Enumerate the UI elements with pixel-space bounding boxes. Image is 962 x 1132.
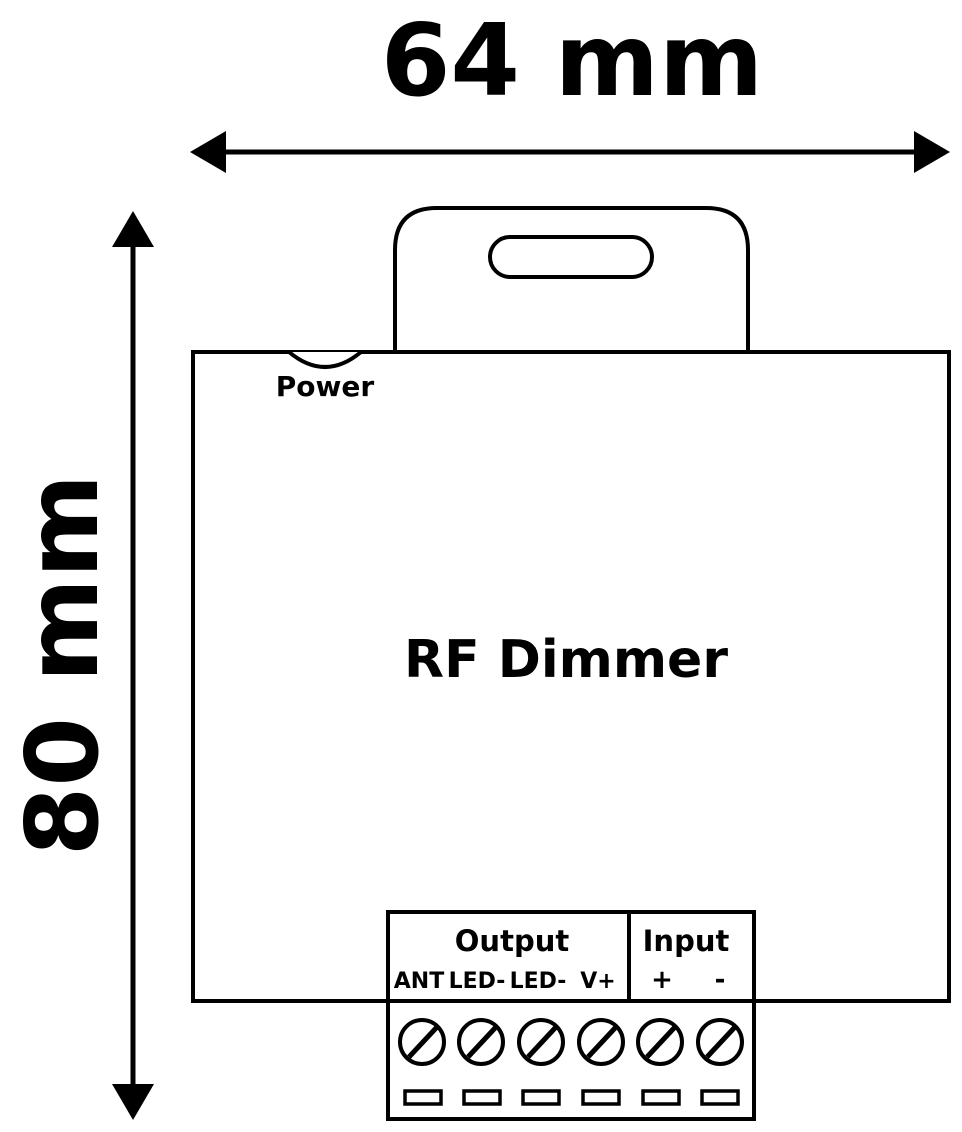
terminal-5: [636, 1018, 684, 1106]
output-header: Output: [455, 924, 570, 958]
screw-icon: [517, 1018, 565, 1066]
screw-icon: [457, 1018, 505, 1066]
wire-slot: [462, 1089, 502, 1106]
mounting-slot: [488, 235, 654, 279]
terminal-label-plus: +: [651, 965, 673, 995]
terminal-2: [457, 1018, 505, 1106]
terminal-label-v-plus: V+: [580, 969, 615, 994]
terminal-3: [517, 1018, 565, 1106]
terminal-label-led-minus-1: LED-: [449, 969, 506, 994]
terminal-label-ant: ANT: [394, 969, 444, 994]
device-title: RF Dimmer: [404, 630, 728, 690]
terminal-label-panel: [386, 910, 756, 1003]
wire-slot: [403, 1089, 443, 1106]
wire-slot: [700, 1089, 740, 1106]
terminal-6: [696, 1018, 744, 1106]
terminal-4: [577, 1018, 625, 1106]
power-led-notch: [287, 350, 363, 369]
terminal-label-led-minus-2: LED-: [510, 969, 567, 994]
screw-icon: [696, 1018, 744, 1066]
wire-slot: [641, 1089, 681, 1106]
screw-icon: [636, 1018, 684, 1066]
power-label: Power: [276, 370, 375, 403]
wire-slot: [521, 1089, 561, 1106]
wire-slot: [581, 1089, 621, 1106]
mounting-tab: [393, 206, 750, 352]
height-dimension-arrow: [112, 211, 154, 1120]
terminal-label-minus: -: [715, 965, 726, 995]
terminal-block: [386, 999, 756, 1121]
screw-icon: [577, 1018, 625, 1066]
terminal-1: [398, 1018, 446, 1106]
screw-icon: [398, 1018, 446, 1066]
width-dimension-label: 64 mm: [381, 2, 763, 119]
input-header: Input: [643, 924, 730, 958]
height-dimension-label: 80 mm: [4, 474, 121, 856]
device-body: [191, 350, 951, 1003]
width-dimension-arrow: [190, 131, 950, 173]
